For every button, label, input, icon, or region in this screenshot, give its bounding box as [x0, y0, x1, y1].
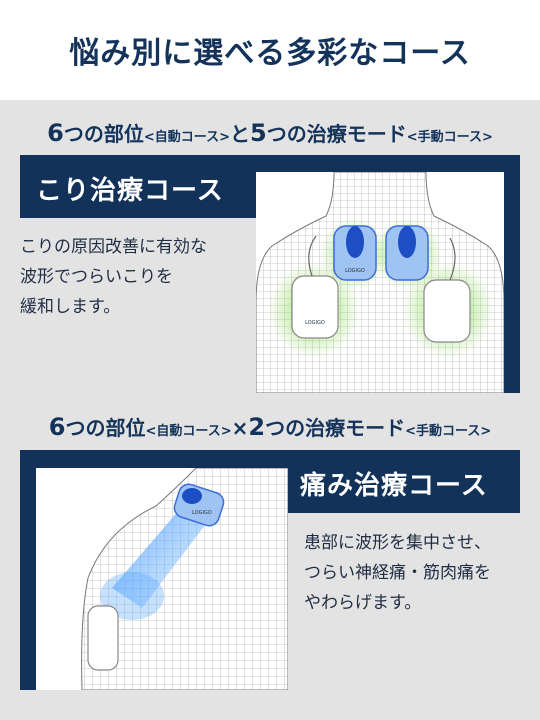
section1-course-label: こり治療コース: [36, 176, 224, 206]
section2-subtitle: 6つの部位<自動コース>×2つの治療モード<手動コース>: [48, 413, 492, 441]
section1-subtitle: 6つの部位<自動コース>と5つの治療モード<手動コース>: [47, 119, 493, 147]
section2-description: 患部に波形を集中させ、 つらい神経痛・筋肉痛を やわらげます。: [304, 533, 491, 613]
section1-pad-logo: LOGIGO: [345, 268, 365, 274]
page-title: 悩み別に選べる多彩なコース: [69, 36, 471, 71]
section1-back-illustration: LOGIGO LOGIGO: [256, 172, 504, 393]
section2-shoulder-illustration: LOGIGO: [36, 468, 288, 690]
section2-text-bg: [288, 513, 520, 690]
section2-course-label: 痛み治療コース: [300, 471, 488, 501]
section1-description: こりの原因改善に有効な 波形でつらいこりを 緩和します。: [20, 237, 207, 317]
section1-text-bg: [20, 218, 256, 393]
section2-pad-logo: LOGIGO: [192, 510, 212, 516]
section1-pad-logo-2: LOGIGO: [305, 320, 325, 326]
